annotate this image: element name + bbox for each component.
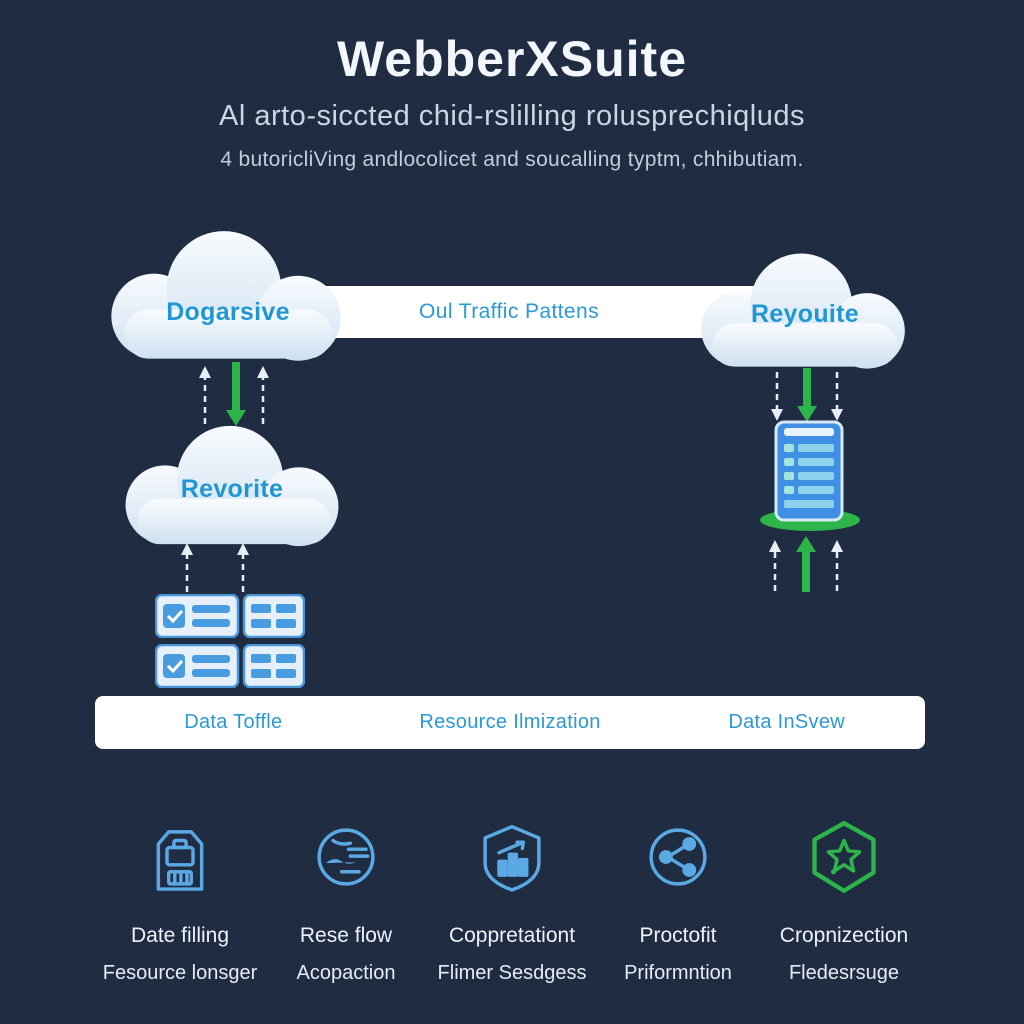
shield-chart-icon [483,824,541,892]
feature-label: Coppretationt [448,924,576,947]
server-rack-icon [155,594,305,638]
dashed-arrow-up-icon [766,538,784,593]
summary-band-label-3: Data InSvew [728,711,846,733]
dashed-arrow-up-icon [178,542,196,594]
building-server-icon [156,830,204,891]
traffic-band-label: Oul Traffic Pattens [419,300,599,323]
cloud-top-left-label: Dogarsive [166,298,290,326]
feature-label: Cropnizection [779,924,909,947]
cloud-icon [111,231,341,361]
tablet-device-icon [774,420,844,522]
green-arrow-down-icon [795,368,819,424]
dashed-arrow-up-icon [234,542,252,594]
feature-rese-flow: Rese flow Acopaction [266,818,426,998]
dashed-arrow-up-icon [828,538,846,593]
dashed-arrow-down-icon [768,370,786,422]
feature-sublabel: Fledesrsuge [788,962,900,984]
globe-flow-icon [317,828,375,886]
cloud-icon [125,425,339,547]
cloud-top-right [676,246,930,378]
tablet-device [774,420,844,527]
hexagon-star-icon [812,821,876,893]
summary-band: Data Toffle Resource Ilmization Data InS… [95,696,925,749]
server-rack-row-2 [155,644,305,688]
feature-sublabel: Flimer Sesdgess [437,962,587,984]
feature-label: Date filling [130,924,230,947]
feature-sublabel: Fesource lonsger [102,962,258,984]
dashed-arrow-up-icon [254,364,272,426]
dashed-arrow-up-icon [196,364,214,426]
feature-label: Rese flow [299,924,393,947]
server-rack-row-1 [155,594,305,638]
green-arrow-up-icon [794,534,818,594]
green-arrow-down-icon [224,362,248,428]
page-title: WebberXSuite [336,31,688,87]
features-row: Date filling Fesource lonsger Rese flow … [100,818,924,998]
feature-coppretationt: Coppretationt Flimer Sesdgess [432,818,592,998]
server-rack-icon [155,644,305,688]
feature-cropnizection: Cropnizection Fledesrsuge [764,818,924,998]
feature-proctofit: Proctofit Priformntion [598,818,758,998]
cloud-icon [701,253,905,369]
dashed-arrow-down-icon [828,370,846,422]
feature-data-filling: Date filling Fesource lonsger [100,818,260,998]
cloud-top-left [88,222,364,372]
subtitle-line-2: 4 butoricliVing andlocolicet and soucall… [220,148,804,171]
feature-sublabel: Priformntion [624,962,732,984]
feature-label: Proctofit [639,924,717,947]
cloud-mid-left [94,418,370,556]
subtitle-line-1: Al arto-siccted chid-rslilling rolusprec… [219,100,805,132]
cloud-top-right-label: Reyouite [751,300,859,328]
cloud-mid-left-label: Revorite [180,475,284,503]
feature-sublabel: Acopaction [296,962,396,984]
summary-band-label-2: Resource Ilmization [419,711,601,733]
network-share-icon [649,828,707,886]
summary-band-label-1: Data Toffle [184,711,283,733]
